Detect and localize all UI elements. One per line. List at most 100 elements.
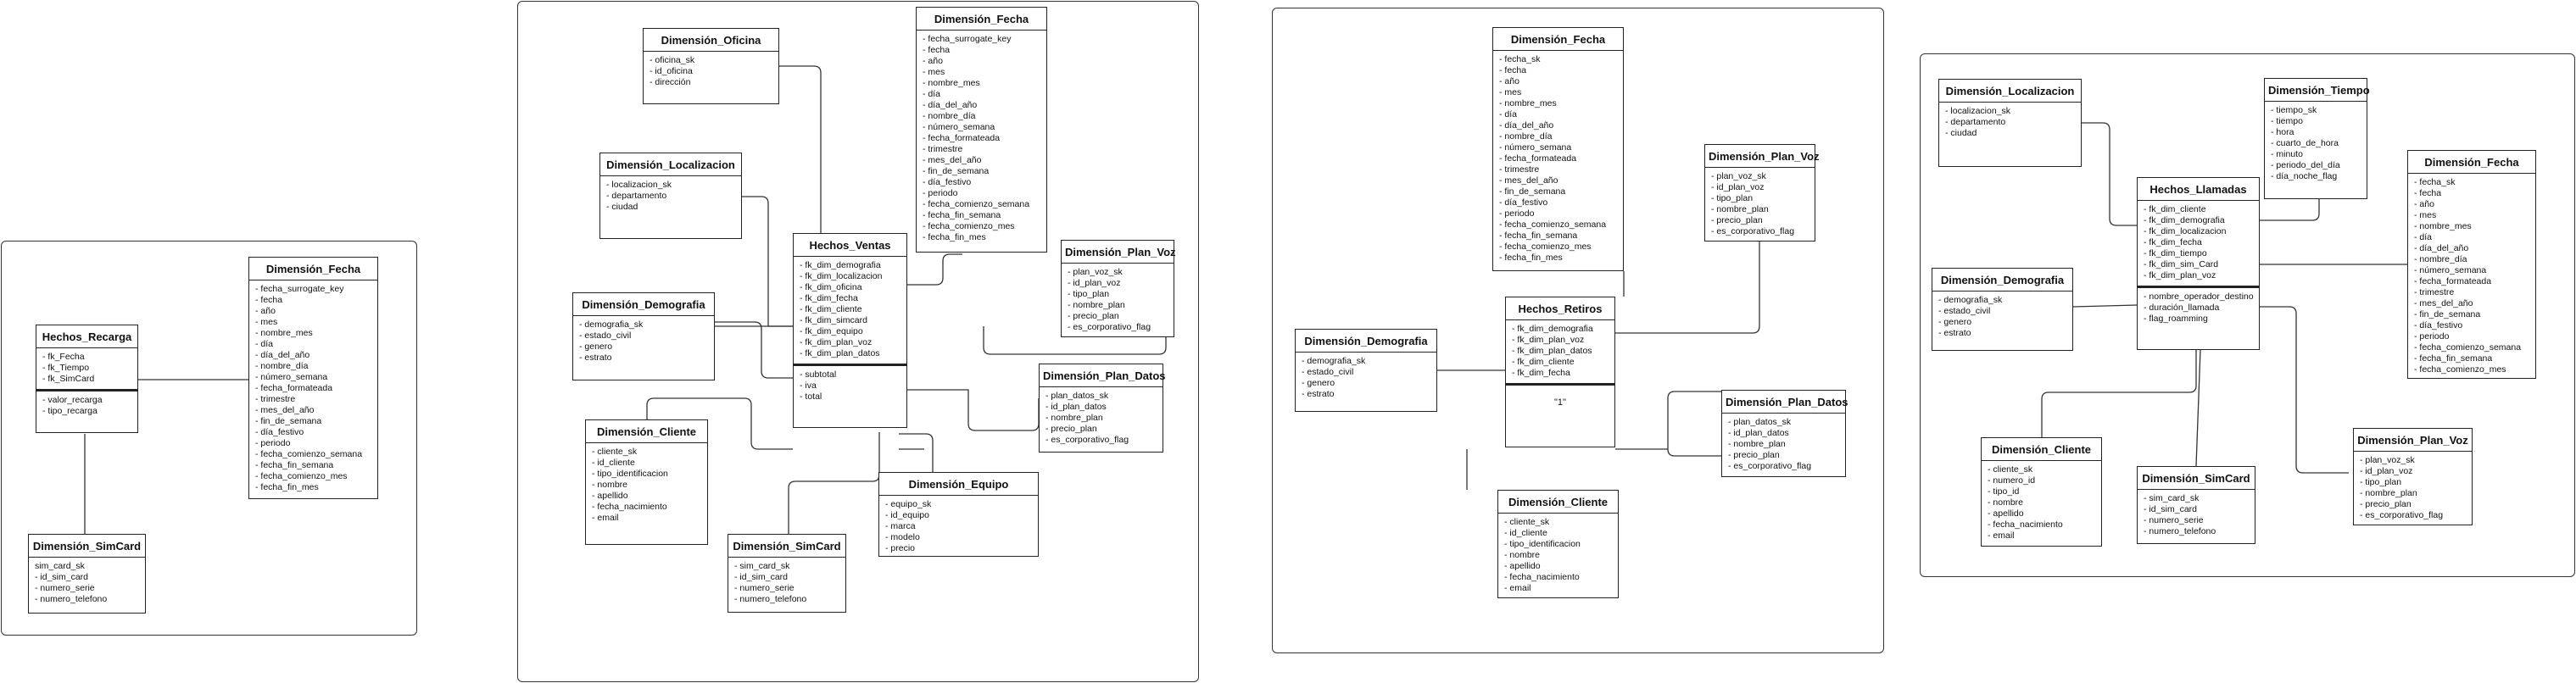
field-item: - nombre_operador_destino	[2144, 292, 2254, 302]
field-list: - fecha_surrogate_key- fecha- año- mes- …	[249, 280, 377, 497]
entity-hechos-retiros[interactable]: Hechos_Retiros - fk_dim_demografia- fk_d…	[1505, 297, 1615, 447]
field-item: - fecha_formateada	[1499, 153, 1577, 164]
field-item: - id_sim_card	[734, 572, 789, 582]
field-item: - apellido	[592, 491, 628, 501]
field-item: - día	[255, 339, 274, 349]
entity-dim-fecha[interactable]: Dimensión_Fecha - fecha_sk- fecha- año- …	[1492, 27, 1624, 271]
entity-dim-equipo[interactable]: Dimensión_Equipo - equipo_sk- id_equipo-…	[878, 472, 1039, 557]
field-item: - cliente_sk	[592, 447, 638, 457]
entity-dim-demografia[interactable]: Dimensión_Demografia - demografia_sk- es…	[1295, 329, 1437, 412]
field-item: - fecha_fin_mes	[1499, 253, 1563, 263]
entity-dim-fecha[interactable]: Dimensión_Fecha - fecha_surrogate_key- f…	[248, 257, 378, 499]
field-item: - fecha	[2414, 188, 2442, 198]
entity-dim-demografia[interactable]: Dimensión_Demografia - demografia_sk- es…	[572, 292, 715, 380]
field-item: - departamento	[1945, 117, 2006, 127]
field-item: - sim_card_sk	[734, 561, 790, 571]
field-item: - mes	[255, 317, 278, 327]
field-item: - nombre_plan	[2360, 488, 2417, 498]
field-item: - plan_voz_sk	[2360, 455, 2415, 465]
entity-dim-plan-datos[interactable]: Dimensión_Plan_Datos - plan_datos_sk- id…	[1039, 364, 1166, 453]
field-list: - fecha_sk- fecha- año- mes- nombre_mes-…	[2408, 174, 2535, 380]
field-item: - fecha_comienzo_semana	[923, 199, 1030, 209]
entity-hechos-recarga[interactable]: Hechos_Recarga - fk_Fecha- fk_Tiempo- fk…	[36, 325, 138, 433]
field-item: - fecha_fin_semana	[923, 210, 1001, 220]
field-item: - fecha_comienzo_mes	[923, 221, 1015, 231]
entity-dim-cliente[interactable]: Dimensión_Cliente - cliente_sk- numero_i…	[1981, 437, 2102, 547]
field-item: - localizacion_sk	[1945, 106, 2011, 116]
entity-dim-fecha[interactable]: Dimensión_Fecha - fecha_surrogate_key- f…	[916, 7, 1047, 253]
field-item: - email	[592, 513, 619, 523]
field-item: - demografia_sk	[1938, 295, 2003, 305]
field-item: - dirección	[650, 77, 691, 87]
field-item: - fecha_fin_mes	[923, 232, 986, 242]
entity-dim-cliente[interactable]: Dimensión_Cliente - cliente_sk- id_clien…	[585, 419, 708, 545]
entity-dim-demografia[interactable]: Dimensión_Demografia - demografia_sk- es…	[1932, 268, 2073, 351]
entity-dim-simcard[interactable]: Dimensión_SimCard sim_card_sk- id_sim_ca…	[28, 534, 146, 614]
field-item: - fk_dim_equipo	[800, 326, 863, 336]
field-item: sim_card_sk	[35, 561, 85, 571]
entity-title: Hechos_Recarga	[36, 325, 137, 348]
entity-title: Dimensión_Demografia	[1932, 269, 2072, 292]
field-item: - día	[2414, 232, 2433, 242]
entity-title: Dimensión_Fecha	[1493, 28, 1623, 51]
entity-dim-localizacion[interactable]: Dimensión_Localizacion - localizacion_sk…	[1938, 79, 2082, 167]
field-item: - año	[255, 306, 276, 316]
entity-dim-simcard[interactable]: Dimensión_SimCard - sim_card_sk- id_sim_…	[2137, 466, 2255, 544]
entity-dim-simcard[interactable]: Dimensión_SimCard - sim_card_sk- id_sim_…	[728, 534, 846, 613]
entity-title: Dimensión_Plan_Datos	[1040, 364, 1166, 387]
entity-dim-plan-voz[interactable]: Dimensión_Plan_Voz - plan_voz_sk- id_pla…	[1061, 240, 1176, 337]
field-item: - nombre_plan	[1068, 300, 1125, 310]
field-item: - plan_voz_sk	[1711, 171, 1766, 181]
field-item: - mes	[1499, 87, 1522, 97]
field-item: - fecha	[1499, 65, 1527, 75]
field-item: - ciudad	[606, 202, 638, 212]
field-item: - número_semana	[1499, 142, 1572, 153]
field-list: - sim_card_sk- id_sim_card- numero_serie…	[728, 558, 845, 609]
field-item: - trimestre	[1499, 164, 1540, 175]
field-item: - fk_dim_fecha	[1512, 368, 1570, 378]
entity-dim-cliente[interactable]: Dimensión_Cliente - cliente_sk- id_clien…	[1497, 490, 1619, 598]
field-list: - fecha_surrogate_key- fecha- año- mes- …	[917, 31, 1046, 247]
field-item: - minuto	[2271, 149, 2303, 159]
entity-title: Dimensión_Tiempo	[2265, 79, 2370, 102]
field-item: - fecha_sk	[2414, 177, 2456, 187]
entity-dim-oficina[interactable]: Dimensión_Oficina - oficina_sk- id_ofici…	[643, 28, 779, 104]
entity-dim-plan-voz[interactable]: Dimensión_Plan_Voz - plan_voz_sk- id_pla…	[1704, 144, 1820, 242]
entity-hechos-ventas[interactable]: Hechos_Ventas - fk_dim_demografia- fk_di…	[793, 233, 907, 428]
entity-title: Dimensión_Demografia	[1296, 330, 1436, 353]
entity-dim-fecha[interactable]: Dimensión_Fecha - fecha_sk- fecha- año- …	[2407, 150, 2536, 379]
field-item: - oficina_sk	[650, 55, 695, 65]
field-item: - id_cliente	[1504, 528, 1547, 538]
entity-dim-tiempo[interactable]: Dimensión_Tiempo - tiempo_sk- tiempo- ho…	[2264, 78, 2370, 199]
field-item: - nombre_mes	[255, 328, 313, 338]
entity-dim-plan-datos[interactable]: Dimensión_Plan_Datos - plan_datos_sk- id…	[1721, 390, 1848, 477]
entity-title: Dimensión_Plan_Datos	[1722, 391, 1848, 414]
field-item: - numero_serie	[35, 583, 95, 593]
entity-title: Hechos_Llamadas	[2138, 178, 2259, 201]
field-item: - id_sim_card	[35, 572, 89, 582]
field-item: - numero_telefono	[2144, 526, 2216, 536]
field-list: - sim_card_sk- id_sim_card- numero_serie…	[2138, 490, 2255, 541]
field-list: - plan_voz_sk- id_plan_voz- tipo_plan- n…	[2354, 452, 2472, 525]
field-item: - nombre_mes	[1499, 98, 1557, 108]
field-item: - fecha_comienzo_mes	[255, 471, 348, 481]
field-item: - día_del_año	[923, 100, 978, 110]
field-item: - id_plan_datos	[1045, 402, 1107, 412]
cardinality-note: "1"	[1506, 383, 1614, 419]
field-item: - iva	[800, 380, 817, 391]
field-item: - nombre_mes	[2414, 221, 2472, 231]
entity-dim-localizacion[interactable]: Dimensión_Localizacion - localizacion_sk…	[599, 153, 742, 239]
entity-dim-plan-voz[interactable]: Dimensión_Plan_Voz - plan_voz_sk- id_pla…	[2353, 428, 2473, 525]
field-item: - fin_de_semana	[255, 416, 322, 426]
field-item: - flag_roamming	[2144, 314, 2208, 324]
field-item: - fecha_formateada	[2414, 276, 2492, 286]
field-item: - id_sim_card	[2144, 504, 2198, 514]
field-item: - genero	[579, 342, 613, 352]
field-item: - fecha_comienzo_semana	[255, 449, 363, 459]
field-item: - es_corporativo_flag	[1711, 226, 1795, 236]
field-item: - email	[1504, 583, 1531, 593]
field-item: - demografia_sk	[579, 319, 644, 330]
field-item: - fin_de_semana	[1499, 186, 1566, 197]
entity-title: Dimensión_Equipo	[879, 473, 1038, 496]
entity-hechos-llamadas[interactable]: Hechos_Llamadas - fk_dim_cliente- fk_dim…	[2137, 177, 2260, 350]
